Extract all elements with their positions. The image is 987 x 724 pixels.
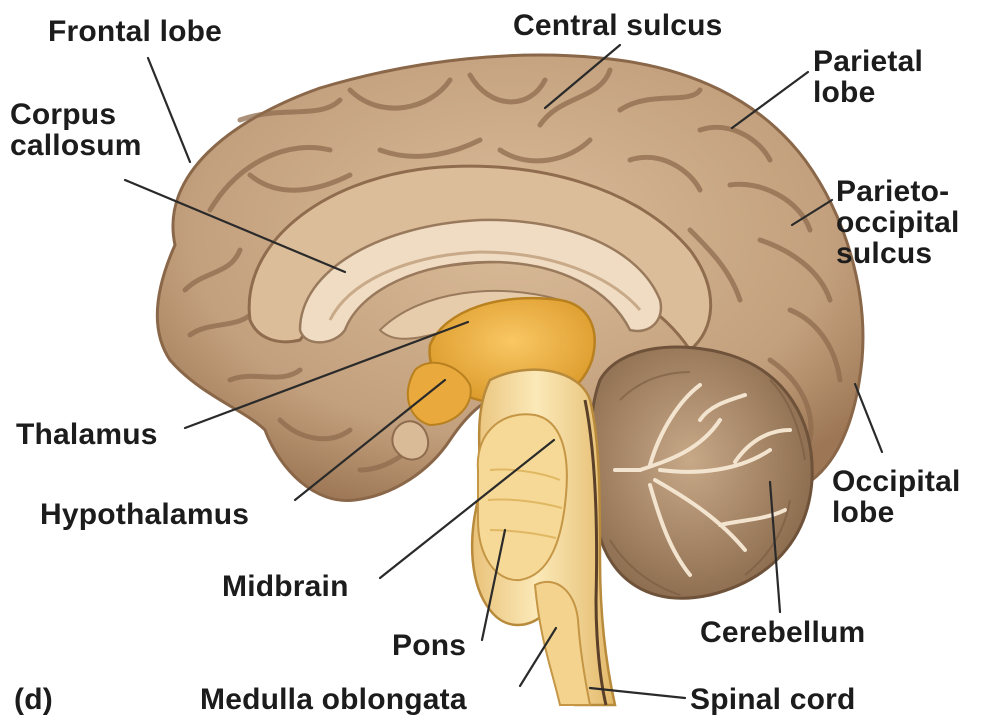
label-parietal-lobe: Parietal lobe bbox=[813, 46, 923, 108]
label-thalamus: Thalamus bbox=[16, 419, 158, 450]
label-central-sulcus: Central sulcus bbox=[513, 10, 723, 41]
label-hypothalamus: Hypothalamus bbox=[40, 499, 249, 530]
label-occipital-lobe: Occipital lobe bbox=[832, 466, 961, 528]
label-cerebellum: Cerebellum bbox=[700, 617, 865, 648]
label-parieto-occipital-sulcus: Parieto- occipital sulcus bbox=[836, 176, 960, 269]
panel-letter: (d) bbox=[14, 684, 53, 715]
label-corpus-callosum: Corpus callosum bbox=[10, 99, 142, 161]
label-frontal-lobe: Frontal lobe bbox=[48, 16, 222, 47]
label-spinal-cord: Spinal cord bbox=[690, 684, 856, 715]
label-pons: Pons bbox=[392, 630, 466, 661]
label-midbrain: Midbrain bbox=[222, 571, 349, 602]
label-medulla-oblongata: Medulla oblongata bbox=[200, 684, 467, 715]
pituitary-shape bbox=[392, 421, 428, 459]
